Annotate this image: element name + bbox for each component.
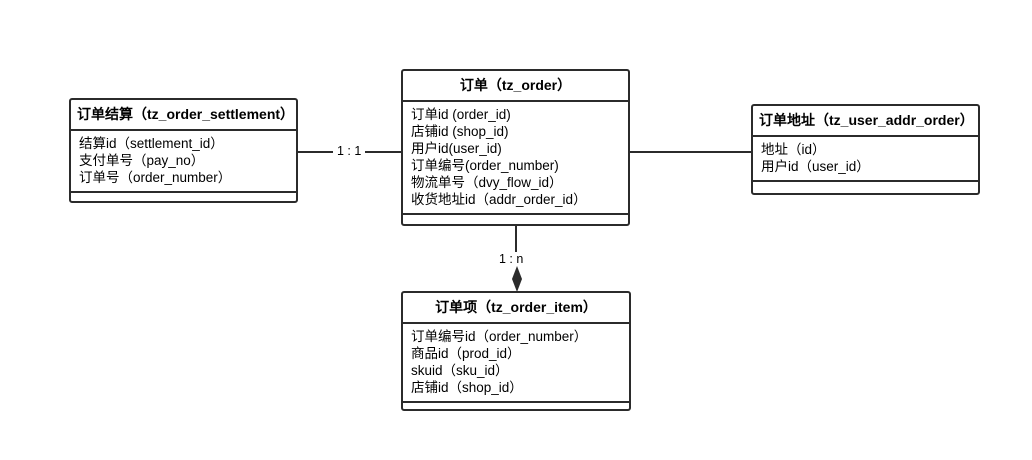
attribute-row: 订单编号(order_number)	[411, 158, 559, 173]
attribute-row: 订单id (order_id)	[411, 107, 511, 122]
attribute-row: 用户id（user_id）	[761, 159, 870, 174]
entity-user-addr-order[interactable]: 订单地址（tz_user_addr_order） 地址（id） 用户id（use…	[751, 104, 980, 195]
entity-order-item[interactable]: 订单项（tz_order_item） 订单编号id（order_number） …	[401, 291, 631, 411]
entity-footer-order-item	[403, 403, 629, 425]
entity-attributes-user-addr-order: 地址（id） 用户id（user_id）	[753, 137, 978, 182]
attribute-row: 商品id（prod_id）	[411, 346, 521, 361]
attribute-row: 用户id(user_id)	[411, 141, 502, 156]
connector-label-order-to-item: 1 : n	[495, 252, 528, 266]
entity-footer-user-addr-order	[753, 182, 978, 204]
attribute-row: 订单编号id（order_number）	[411, 329, 588, 344]
entity-title-order-settlement: 订单结算（tz_order_settlement）	[71, 100, 296, 131]
entity-footer-order-settlement	[71, 193, 296, 215]
entity-attributes-order: 订单id (order_id) 店铺id (shop_id) 用户id(user…	[403, 102, 628, 215]
entity-title-user-addr-order: 订单地址（tz_user_addr_order）	[753, 106, 978, 137]
attribute-row: 物流单号（dvy_flow_id）	[411, 175, 563, 190]
attribute-row: 店铺id (shop_id)	[411, 124, 509, 139]
attribute-row: 收货地址id（addr_order_id）	[411, 192, 587, 207]
attribute-row: 结算id（settlement_id）	[79, 136, 224, 151]
entity-title-order-item: 订单项（tz_order_item）	[403, 293, 629, 324]
attribute-row: skuid（sku_id）	[411, 363, 509, 378]
entity-attributes-order-settlement: 结算id（settlement_id） 支付单号（pay_no） 订单号（ord…	[71, 131, 296, 193]
entity-order-settlement[interactable]: 订单结算（tz_order_settlement） 结算id（settlemen…	[69, 98, 298, 203]
entity-title-order: 订单（tz_order）	[403, 71, 628, 102]
attribute-row: 店铺id（shop_id）	[411, 380, 523, 395]
entity-attributes-order-item: 订单编号id（order_number） 商品id（prod_id） skuid…	[403, 324, 629, 403]
connector-order-to-item	[515, 226, 517, 266]
attribute-row: 地址（id）	[761, 142, 826, 157]
connector-order-to-addr	[630, 151, 751, 153]
attribute-row: 支付单号（pay_no）	[79, 153, 205, 168]
attribute-row: 订单号（order_number）	[79, 170, 232, 185]
connector-label-settlement-to-order: 1 : 1	[333, 144, 366, 158]
entity-order[interactable]: 订单（tz_order） 订单id (order_id) 店铺id (shop_…	[401, 69, 630, 226]
